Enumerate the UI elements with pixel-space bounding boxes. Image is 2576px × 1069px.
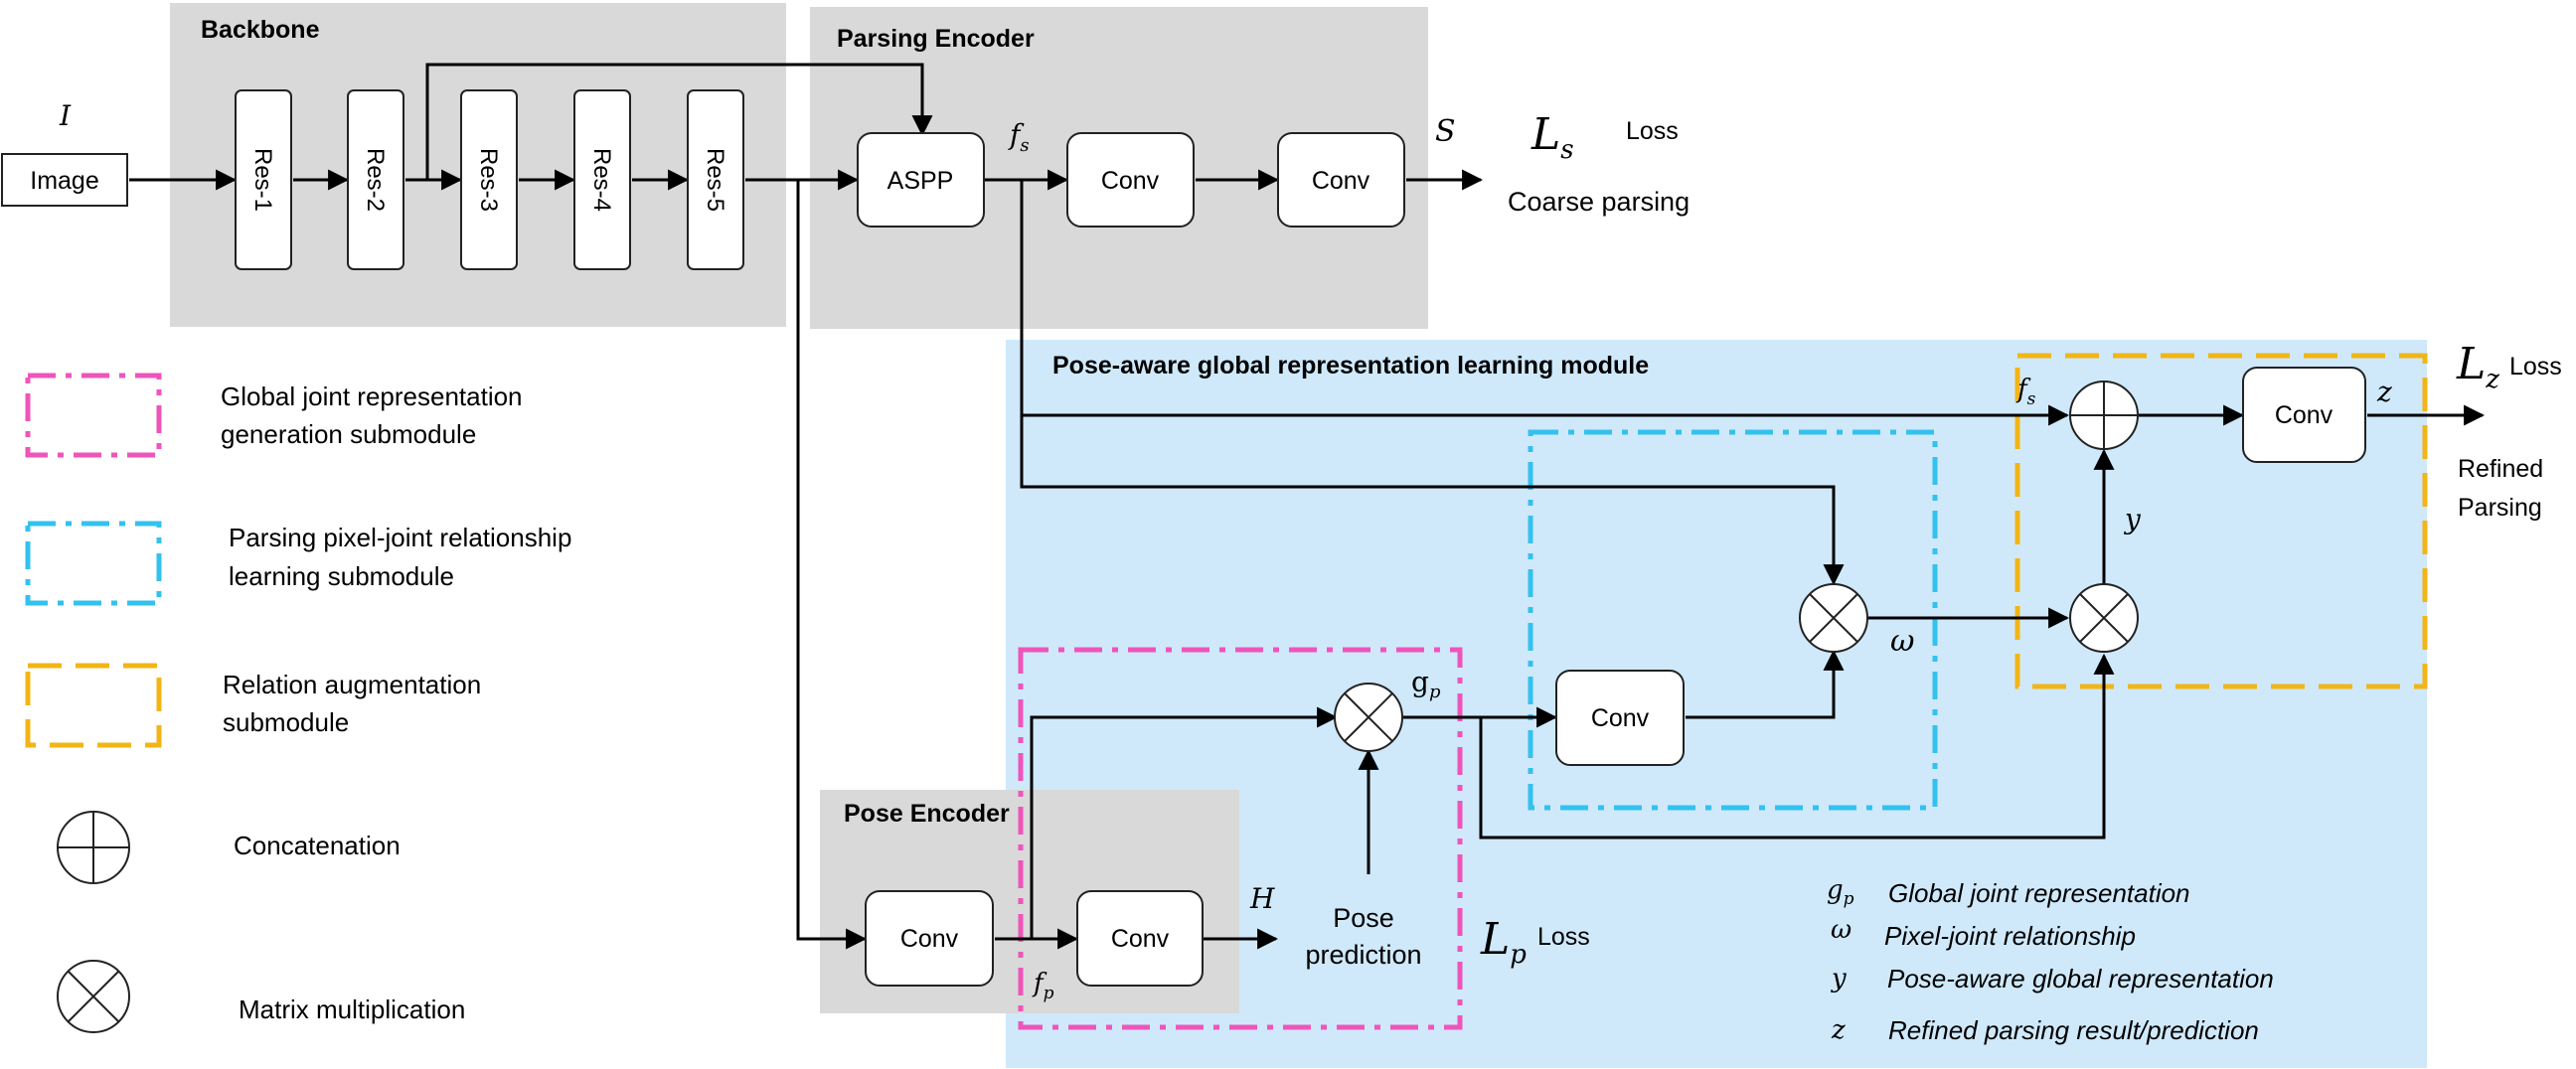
legend-concat-label: Concatenation	[234, 831, 401, 860]
res-1-label: Res-1	[249, 148, 276, 212]
legend-pink-line-2: generation submodule	[221, 419, 476, 449]
symbol-S: S	[1435, 114, 1456, 149]
notation-text-omega: Pixel-joint relationship	[1884, 921, 2136, 951]
legend-blue-swatch	[25, 521, 162, 606]
connectors	[129, 63, 2486, 950]
res-blocks: Res-1 Res-2 Res-3 Res-4 Res-5	[235, 89, 744, 270]
res-1-block	[235, 89, 292, 270]
aspp-block: ASPP	[857, 132, 985, 228]
legend-yellow-swatch	[25, 663, 162, 748]
parsing-conv-2-block: Conv	[1277, 132, 1405, 228]
loss-label-p: Loss	[1537, 923, 1590, 951]
pose-conv-1-label: Conv	[900, 925, 959, 953]
matmul-op-omega	[1799, 583, 1868, 653]
parsing-conv-1-label: Conv	[1101, 167, 1160, 195]
res-2-label: Res-2	[362, 148, 389, 212]
legend-blue-line-2: learning submodule	[229, 561, 454, 591]
refine-conv-label: Conv	[2275, 401, 2334, 429]
refined-parsing-label-2: Parsing	[2458, 494, 2542, 522]
matmul-op-gp	[1334, 683, 1403, 752]
refined-parsing-label-1: Refined	[2458, 455, 2543, 483]
pose-encoder-title: Pose Encoder	[844, 800, 1010, 828]
res-2-block	[347, 89, 404, 270]
aspp-label: ASPP	[887, 167, 954, 195]
notation-symbol-z: z	[1831, 1015, 1846, 1045]
symbol-gp: gp	[1411, 666, 1441, 702]
res-4-label: Res-4	[588, 148, 615, 212]
parsing-conv-2-label: Conv	[1312, 167, 1370, 195]
notation-list: gp Global joint representation ω Pixel-j…	[1827, 875, 2274, 1045]
pose-conv-1-block: Conv	[865, 890, 994, 987]
notation-symbol-omega: ω	[1831, 915, 1852, 945]
pose-conv-2-label: Conv	[1111, 925, 1170, 953]
symbol-z: z	[2376, 376, 2392, 408]
parsing-conv-1-block: Conv	[1066, 132, 1195, 228]
concat-op	[2069, 381, 2139, 450]
image-label: Image	[30, 167, 98, 195]
backbone-title: Backbone	[201, 16, 320, 44]
pink-submodule-box	[1018, 647, 1463, 1030]
pose-prediction-label-1: Pose	[1333, 903, 1394, 933]
legend-yellow-line-2: submodule	[223, 707, 349, 737]
notation-symbol-y: y	[1831, 964, 1847, 993]
notation-symbol-gp: gp	[1827, 875, 1854, 909]
legend-concat-icon	[57, 811, 130, 884]
refine-conv-block: Conv	[2242, 367, 2366, 463]
symbol-omega: ω	[1890, 624, 1914, 659]
relation-conv-block: Conv	[1555, 670, 1685, 766]
res-3-label: Res-3	[475, 148, 502, 212]
res-3-block	[460, 89, 518, 270]
notation-text-z: Refined parsing result/prediction	[1888, 1015, 2259, 1045]
notation-text-gp: Global joint representation	[1888, 878, 2190, 908]
legend-pink-line-1: Global joint representation	[221, 382, 523, 411]
res-4-block	[573, 89, 631, 270]
symbol-H: H	[1249, 882, 1275, 915]
pose-prediction-label-2: prediction	[1305, 940, 1421, 970]
res-5-block	[687, 89, 744, 270]
symbol-Lp: Lp	[1480, 914, 1527, 970]
pose-module-region	[1006, 340, 2427, 1068]
legend-matmul-label: Matrix multiplication	[239, 994, 465, 1024]
symbol-Lz: Lz	[2456, 339, 2499, 394]
symbol-I: I	[59, 99, 72, 132]
parsing-encoder-title: Parsing Encoder	[837, 25, 1035, 53]
pose-module-title: Pose-aware global representation learnin…	[1052, 352, 1649, 380]
legend-matmul-icon	[57, 960, 130, 1033]
loss-label-z: Loss	[2509, 353, 2562, 381]
blue-submodule-box	[1528, 429, 1938, 811]
symbol-y: y	[2123, 503, 2142, 535]
res-5-label: Res-5	[702, 148, 728, 212]
symbol-Ls: Ls	[1530, 109, 1574, 165]
legend-pink-swatch	[25, 373, 162, 458]
notation-text-y: Pose-aware global representation	[1887, 964, 2274, 993]
relation-conv-label: Conv	[1591, 704, 1650, 732]
loss-label-s: Loss	[1626, 117, 1679, 145]
yellow-submodule-box	[2014, 353, 2428, 689]
legend: Global joint representation generation s…	[25, 373, 571, 1033]
legend-blue-line-1: Parsing pixel-joint relationship	[229, 523, 571, 552]
image-block: Image	[1, 153, 128, 207]
legend-yellow-line-1: Relation augmentation	[223, 670, 481, 699]
pose-conv-2-block: Conv	[1076, 890, 1204, 987]
coarse-parsing-label: Coarse parsing	[1508, 187, 1690, 217]
matmul-op-y	[2069, 583, 2139, 653]
